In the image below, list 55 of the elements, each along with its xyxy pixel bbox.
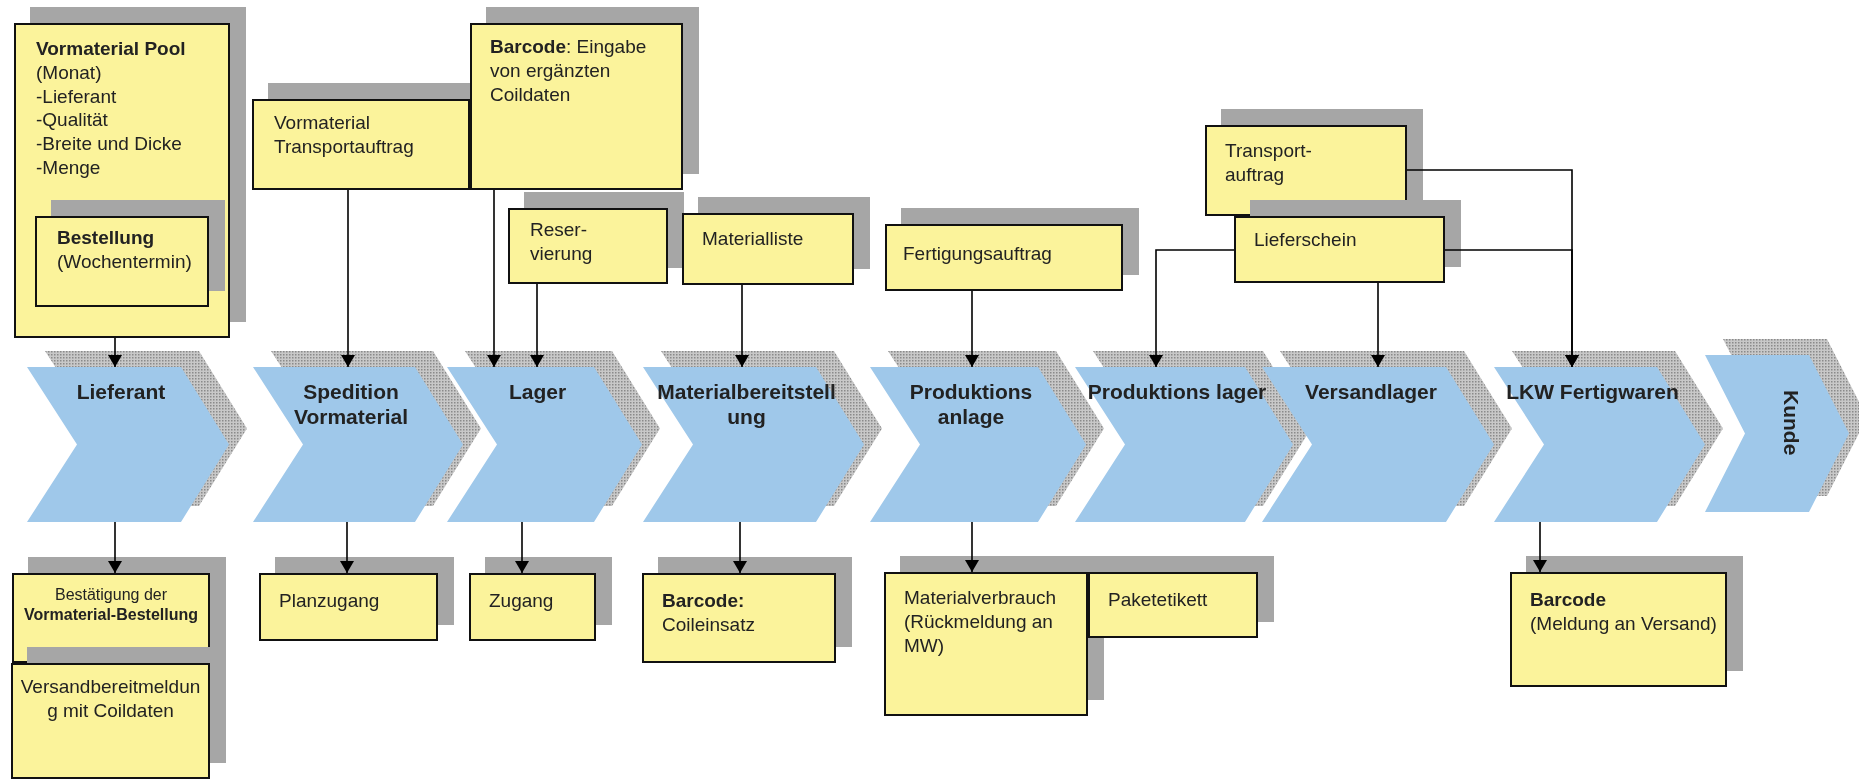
box-text: (Monat): [36, 60, 103, 85]
step-label: Lager: [507, 379, 568, 405]
box-text: Transport- auftrag: [1225, 139, 1313, 187]
box-text: Planzugang: [279, 589, 381, 613]
arrow: [340, 521, 354, 574]
box-text: -Lieferant: [36, 84, 118, 109]
arrow: [108, 521, 122, 574]
arrow: [1406, 169, 1579, 368]
step-label: Spedition Vormaterial: [293, 379, 409, 430]
box-text: Fertigungsauftrag: [903, 242, 1053, 266]
process-step: [447, 351, 660, 522]
arrow: [965, 521, 979, 573]
box-text: Materialverbrauch (Rückmeldung an MW): [904, 586, 1058, 658]
box-text: Barcode: Eingabe von ergänzten Coildaten: [490, 35, 648, 107]
box-text: -Menge: [36, 155, 102, 180]
step-label: LKW Fertigwaren: [1505, 379, 1680, 405]
process-step: [27, 351, 247, 522]
arrow: [733, 521, 747, 574]
process-step: [643, 351, 882, 522]
box-text: Paketetikett: [1108, 588, 1209, 612]
box-text: Coileinsatz: [662, 612, 756, 637]
box-text: -Qualität: [36, 108, 109, 132]
arrow: [965, 290, 979, 368]
box-heading: Barcode: [1530, 588, 1608, 612]
process-step: [1494, 351, 1723, 522]
step-label: Materialbereitstellung: [656, 379, 837, 430]
box-text: Lieferschein: [1254, 228, 1358, 252]
arrow: [1371, 282, 1385, 368]
box-text: Bestätigung der Vormaterial-Bestellung: [23, 585, 199, 625]
box-text: Versandbereitmeldung mit Coildaten: [19, 675, 202, 723]
box-text: (Wochentermin): [57, 249, 193, 274]
step-label: Lieferant: [75, 379, 167, 405]
arrow: [108, 337, 122, 368]
step-label: Kunde: [1779, 390, 1805, 456]
box-text: (Meldung an Versand): [1530, 611, 1717, 636]
box-text: Zugang: [489, 589, 555, 613]
step-label: Produktions lager: [1086, 379, 1268, 405]
box-heading: Barcode:: [662, 589, 746, 613]
arrow: [341, 189, 355, 368]
box-heading: Bestellung: [57, 226, 156, 250]
arrow: [735, 284, 749, 368]
process-step: [1705, 339, 1859, 512]
box-text: Materialliste: [702, 227, 805, 251]
box-text: Reser- vierung: [530, 218, 594, 266]
step-label: Produktions anlage: [908, 379, 1034, 430]
box-text: -Breite und Dicke: [36, 132, 183, 156]
box-heading: Vormaterial Pool: [36, 37, 187, 61]
step-label: Versandlager: [1304, 379, 1438, 405]
arrow: [1533, 521, 1547, 573]
arrow: [487, 189, 501, 368]
arrow: [515, 521, 529, 574]
arrow: [1149, 249, 1235, 368]
box-text: Vormaterial Transportauftrag: [274, 111, 415, 159]
arrow: [530, 283, 544, 368]
process-step: [253, 351, 481, 522]
